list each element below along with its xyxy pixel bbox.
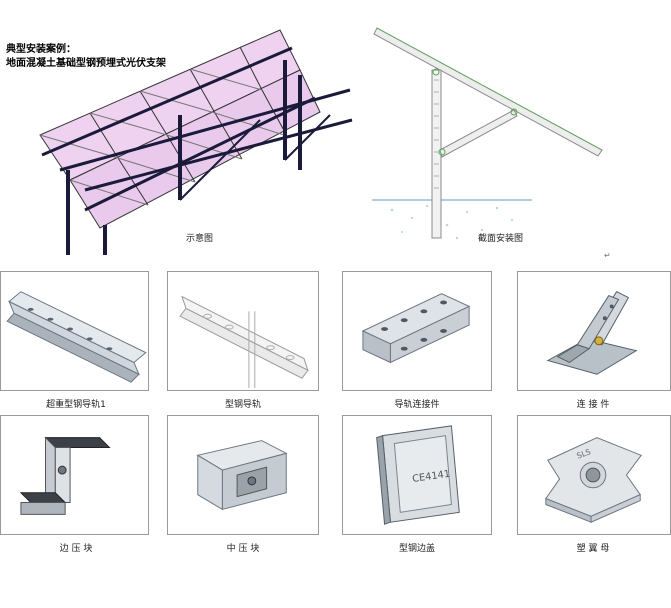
heavy-steel-rail-image xyxy=(0,271,149,391)
part-label-end-cap: 型钢边盖 xyxy=(398,544,435,554)
part-label-heavy-steel-rail: 超重型钢导轨1 xyxy=(46,400,106,410)
end-clamp-image xyxy=(0,415,149,535)
steel-rail-image xyxy=(167,271,319,391)
wing-nut-image: SLS xyxy=(517,415,671,535)
heading-line-1: 典型安装案例： xyxy=(6,44,76,55)
part-label-mid-clamp: 中 压 块 xyxy=(226,544,260,554)
solar-array-illustration xyxy=(39,29,353,255)
section-drawing xyxy=(372,27,603,240)
end-cap-marking: CE4141 xyxy=(412,469,451,485)
part-label-steel-rail: 型钢导轨 xyxy=(224,400,261,410)
connector-bracket-image xyxy=(517,271,671,391)
diagram-caption: 示意图 xyxy=(186,234,214,244)
part-label-rail-connector: 导轨连接件 xyxy=(394,400,440,410)
part-label-end-clamp: 边 压 块 xyxy=(59,544,93,554)
rail-connector-image xyxy=(342,271,492,391)
rail-end-cap-image: CE4141 xyxy=(342,415,492,535)
heading-line-2: 地面混凝土基础型钢预埋式光伏支架 xyxy=(6,58,166,69)
mid-clamp-image xyxy=(167,415,319,535)
part-label-connector: 连 接 件 xyxy=(576,400,610,410)
return-mark: ↵ xyxy=(604,251,611,260)
section-caption: 截面安装图 xyxy=(478,234,524,244)
part-label-wing-nut: 塑 翼 母 xyxy=(576,544,610,554)
